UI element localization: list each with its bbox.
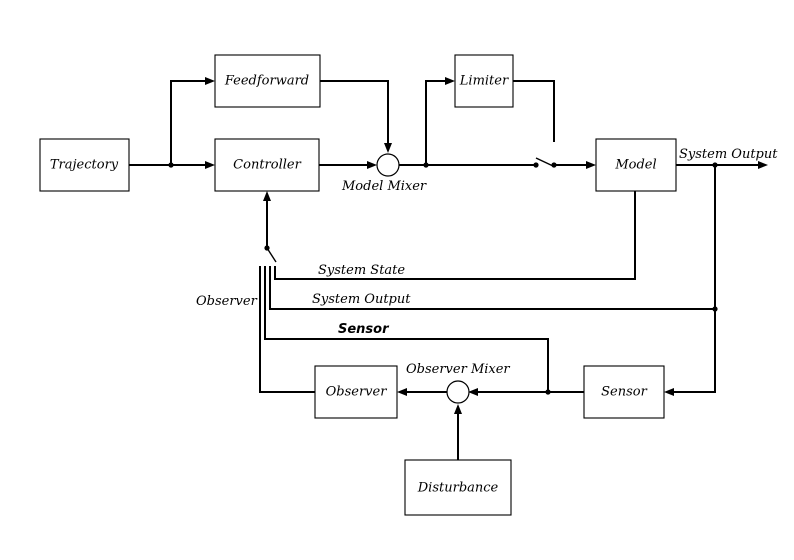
system-state-label: System State	[318, 263, 405, 278]
arrow-into-controller-bottom	[263, 191, 271, 201]
arrowheads	[205, 77, 768, 414]
arrow-into-observer-mixer-bottom	[454, 404, 462, 414]
wire-limiter-switch	[513, 80, 555, 142]
junction-dots	[168, 162, 718, 395]
arrow-into-model-mixer-left	[367, 161, 377, 169]
block-model-label: Model	[614, 158, 656, 173]
junction-dot	[712, 306, 718, 312]
switch-pivot-dot	[533, 162, 539, 168]
arrow-into-observer	[397, 388, 407, 396]
arrow-into-limiter	[445, 77, 455, 85]
block-disturbance-label: Disturbance	[417, 481, 499, 496]
wire-feedforward-mixer	[320, 80, 389, 144]
block-feedforward[interactable]: Feedforward	[214, 54, 321, 108]
block-controller[interactable]: Controller	[214, 138, 320, 192]
block-observer-label: Observer	[326, 385, 388, 400]
wire-system-state	[274, 190, 636, 280]
arrow-into-controller	[205, 161, 215, 169]
wire-output-sensor	[670, 165, 716, 393]
wire-system-output-feedback	[269, 266, 715, 310]
wires	[129, 80, 760, 460]
observer-mixer-label: Observer Mixer	[406, 362, 510, 377]
sensor-feedback-label: Sensor	[338, 322, 390, 337]
block-sensor[interactable]: Sensor	[583, 365, 665, 419]
block-observer[interactable]: Observer	[314, 365, 398, 419]
wire-sensor-feedback	[264, 266, 549, 392]
arrow-into-feedforward	[205, 77, 215, 85]
junction-dot	[712, 162, 718, 168]
system-output-label: System Output	[679, 147, 778, 162]
block-model[interactable]: Model	[595, 138, 677, 192]
arrow-into-sensor	[664, 388, 674, 396]
wire-split-feedforward	[170, 80, 206, 165]
wire-observer-feedback	[259, 266, 315, 393]
block-trajectory[interactable]: Trajectory	[39, 138, 130, 192]
block-limiter[interactable]: Limiter	[454, 54, 514, 108]
block-trajectory-label: Trajectory	[50, 158, 119, 173]
switch-blade-model	[535, 157, 554, 167]
system-output-feedback-label: System Output	[312, 292, 411, 307]
observer-feedback-label: Observer	[196, 294, 258, 309]
block-disturbance[interactable]: Disturbance	[404, 459, 512, 516]
junction-dot	[545, 389, 551, 395]
junction-dot	[423, 162, 429, 168]
block-limiter-label: Limiter	[459, 74, 509, 89]
arrow-system-output	[758, 161, 768, 169]
junction-dot	[168, 162, 174, 168]
observer-mixer-junction	[446, 380, 470, 404]
wire-split-limiter	[425, 80, 447, 165]
switch-pivot-dot	[264, 245, 270, 251]
model-mixer-junction	[376, 153, 400, 177]
switch-blade-feedback	[266, 247, 277, 263]
switch-contact-dot	[551, 162, 557, 168]
arrow-into-model	[586, 161, 596, 169]
block-controller-label: Controller	[233, 158, 301, 173]
model-mixer-label: Model Mixer	[341, 179, 427, 194]
arrow-into-model-mixer-top	[384, 143, 392, 153]
block-feedforward-label: Feedforward	[224, 74, 309, 89]
block-sensor-label: Sensor	[601, 385, 647, 400]
arrow-into-observer-mixer-right	[468, 388, 478, 396]
